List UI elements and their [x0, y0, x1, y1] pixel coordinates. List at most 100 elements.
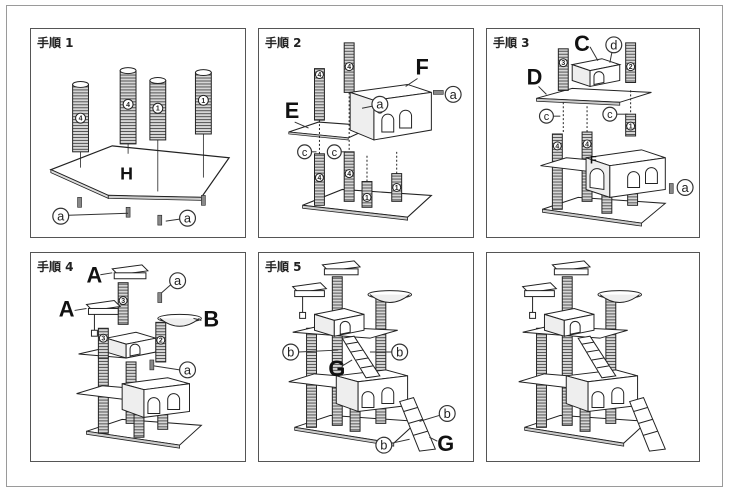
- callout-a: [169, 272, 187, 290]
- perch-a-left: [85, 300, 122, 337]
- post-1-right: 1: [194, 69, 212, 135]
- screw-icon: [157, 214, 163, 226]
- post-number-label: 4: [318, 175, 322, 182]
- screw-icon: [433, 90, 444, 95]
- callout-label: a: [174, 273, 182, 288]
- part-label-a: A: [86, 263, 102, 288]
- post-1: 1: [626, 121, 636, 131]
- post-2: 2: [156, 335, 166, 345]
- instruction-sheet: [6, 5, 723, 487]
- post-3: 3: [558, 58, 568, 67]
- box-c: [570, 58, 622, 88]
- box-f: [349, 83, 432, 141]
- post-4: 4: [343, 42, 355, 93]
- post-2: 2: [626, 62, 636, 71]
- step-2-title: 手順 2: [265, 36, 302, 50]
- post-4: 4: [313, 153, 325, 206]
- callout-label: b: [380, 438, 387, 453]
- post-4-mid: 4: [119, 67, 137, 145]
- screw-icon: [77, 197, 82, 208]
- step-3-panel: 手順 3 4 4: [486, 28, 700, 238]
- post-4: 4: [552, 141, 562, 150]
- post-number-label: 4: [347, 64, 351, 71]
- step-1-diagram: 4 4 1 1 H a: [49, 67, 231, 227]
- callout-b: [438, 404, 456, 422]
- post-number-label: 4: [126, 102, 130, 109]
- step-5-panel: 手順 5: [258, 252, 474, 462]
- part-label-h: H: [120, 164, 133, 184]
- upper-box: [105, 331, 157, 359]
- post-number-label: 1: [395, 185, 399, 192]
- post-1-mid: 1: [149, 77, 167, 141]
- post-4: 4: [582, 139, 592, 148]
- base-board-h: [49, 145, 231, 198]
- callout-label: a: [450, 87, 458, 102]
- callout-label: b: [396, 345, 403, 360]
- step-1-panel: 手順 1 4 4 1: [30, 28, 246, 238]
- callout-label: d: [610, 37, 617, 52]
- part-label-f: F: [590, 155, 597, 167]
- lower-box: [121, 377, 191, 419]
- screw-icon: [201, 195, 206, 206]
- post-3: 3: [98, 333, 108, 343]
- part-label-g: G: [437, 431, 454, 456]
- part-label-d: D: [527, 64, 543, 89]
- callout-c: [297, 144, 313, 160]
- callout-label: c: [544, 111, 550, 123]
- post-4: 4: [343, 151, 355, 202]
- post-number-label: 1: [629, 124, 633, 131]
- post-number-label: 4: [555, 143, 559, 150]
- part-label-g: G: [328, 356, 345, 381]
- post-4-left: 4: [72, 81, 89, 153]
- post-1: 1: [391, 173, 403, 202]
- callout-label: a: [682, 180, 690, 195]
- callout-a: [52, 207, 70, 225]
- post-3: 3: [118, 296, 128, 305]
- callout-label: b: [287, 345, 294, 360]
- callout-label: c: [332, 147, 338, 159]
- callout-label: c: [302, 147, 308, 159]
- completed-diagram: [518, 260, 667, 452]
- post-number-label: 3: [121, 298, 125, 305]
- step-4-panel: 手順 4: [30, 252, 246, 462]
- screw-icon: [157, 292, 163, 303]
- post-4: 4: [313, 68, 325, 121]
- step-4-title: 手順 4: [37, 260, 74, 274]
- post-number-label: 3: [101, 336, 105, 343]
- part-label-f: F: [416, 55, 429, 80]
- post-number-label: 1: [365, 195, 369, 202]
- callout-label: a: [57, 209, 65, 224]
- post-1: 1: [361, 181, 373, 208]
- callout-a: [371, 95, 389, 113]
- ladder-g-upper: [341, 335, 381, 379]
- ladder-g-lower: [399, 397, 437, 452]
- step-3-diagram: 4 4 F 3 2: [527, 31, 694, 227]
- perch-a-top: [111, 264, 149, 280]
- post-number-label: 4: [79, 116, 83, 123]
- step-1-title: 手順 1: [37, 36, 74, 50]
- post-number-label: 4: [318, 72, 322, 79]
- step-5-diagram: G G b b b b: [282, 260, 456, 456]
- post-number-label: 2: [629, 64, 633, 71]
- hammock-b: [157, 313, 202, 327]
- post-number-label: 3: [561, 60, 565, 67]
- callout-b: [282, 343, 300, 361]
- step-2-diagram: 4 4 1 1 4 4: [285, 42, 462, 221]
- screw-icon: [668, 183, 674, 194]
- part-label-c: C: [574, 31, 590, 56]
- step-2-panel: 手順 2 4 4 1 1: [258, 28, 474, 238]
- post-number-label: 1: [201, 98, 205, 105]
- callout-label: a: [376, 97, 384, 112]
- callout-a: [444, 85, 462, 103]
- completed-panel: [486, 252, 700, 462]
- step-5-title: 手順 5: [265, 260, 302, 274]
- screw-icon: [125, 206, 131, 218]
- part-label-e: E: [285, 98, 300, 123]
- step-3-title: 手順 3: [493, 36, 530, 50]
- callout-d: [605, 36, 623, 54]
- callout-label: a: [184, 362, 192, 377]
- ladder-lower: [628, 397, 667, 452]
- post-number-label: 2: [159, 338, 163, 345]
- callout-label: b: [444, 406, 451, 421]
- callout-label: c: [607, 109, 613, 121]
